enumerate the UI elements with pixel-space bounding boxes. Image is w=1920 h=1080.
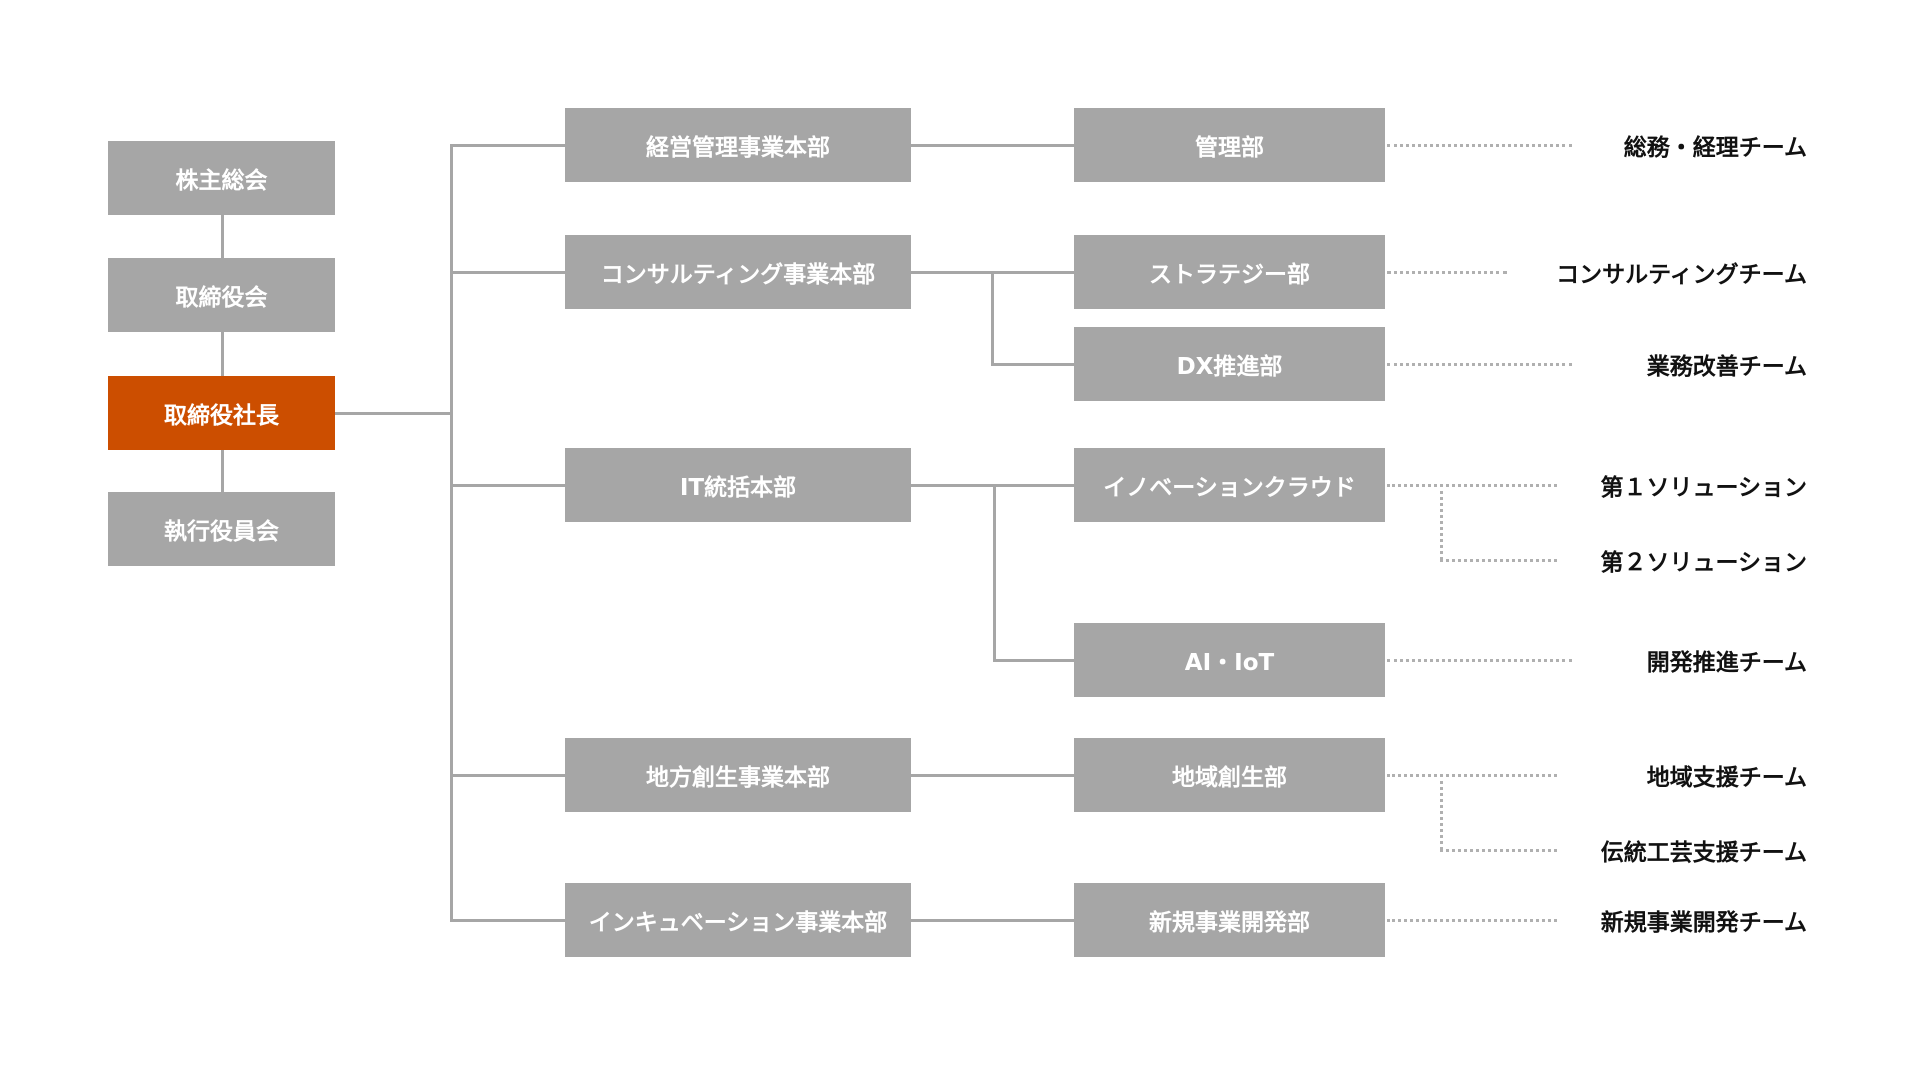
connector — [450, 144, 453, 922]
dotted-connector — [1387, 919, 1557, 922]
node-department: AI・IoT — [1074, 623, 1385, 697]
dotted-connector — [1440, 484, 1443, 560]
team-label: 業務改善チーム — [1646, 354, 1807, 380]
dotted-connector — [1387, 484, 1557, 487]
connector — [335, 412, 452, 415]
node-division: インキュベーション事業本部 — [565, 883, 911, 957]
connector — [450, 484, 565, 487]
node-department: 管理部 — [1074, 108, 1385, 182]
connector — [450, 919, 565, 922]
node-executive-committee: 執行役員会 — [108, 492, 335, 566]
dotted-connector — [1387, 774, 1557, 777]
node-division: 経営管理事業本部 — [565, 108, 911, 182]
connector — [450, 271, 565, 274]
team-label: 伝統工芸支援チーム — [1600, 840, 1807, 866]
team-label: 開発推進チーム — [1646, 650, 1807, 676]
team-label: 第１ソリューション — [1600, 475, 1807, 501]
team-label: コンサルティングチーム — [1556, 262, 1807, 288]
team-label: 総務・経理チーム — [1623, 135, 1807, 161]
node-department: DX推進部 — [1074, 327, 1385, 401]
dotted-connector — [1440, 849, 1557, 852]
dotted-connector — [1387, 659, 1572, 662]
node-president: 取締役社長 — [108, 376, 335, 450]
connector — [221, 215, 224, 492]
connector — [991, 363, 1074, 366]
connector — [911, 919, 1074, 922]
node-department: 新規事業開発部 — [1074, 883, 1385, 957]
dotted-connector — [1440, 774, 1443, 850]
connector — [450, 144, 565, 147]
dotted-connector — [1387, 271, 1507, 274]
node-board-of-directors: 取締役会 — [108, 258, 335, 332]
connector — [993, 659, 1074, 662]
node-division: 地方創生事業本部 — [565, 738, 911, 812]
connector — [911, 144, 1074, 147]
node-department: 地域創生部 — [1074, 738, 1385, 812]
node-division: コンサルティング事業本部 — [565, 235, 911, 309]
dotted-connector — [1440, 559, 1557, 562]
node-division: IT統括本部 — [565, 448, 911, 522]
team-label: 第２ソリューション — [1600, 550, 1807, 576]
connector — [450, 774, 565, 777]
team-label: 地域支援チーム — [1646, 765, 1807, 791]
connector — [911, 484, 1074, 487]
connector — [991, 271, 994, 365]
node-department: イノベーションクラウド — [1074, 448, 1385, 522]
dotted-connector — [1387, 144, 1572, 147]
node-department: ストラテジー部 — [1074, 235, 1385, 309]
connector — [911, 774, 1074, 777]
team-label: 新規事業開発チーム — [1600, 910, 1807, 936]
connector — [993, 484, 996, 662]
dotted-connector — [1387, 363, 1572, 366]
node-shareholders-meeting: 株主総会 — [108, 141, 335, 215]
